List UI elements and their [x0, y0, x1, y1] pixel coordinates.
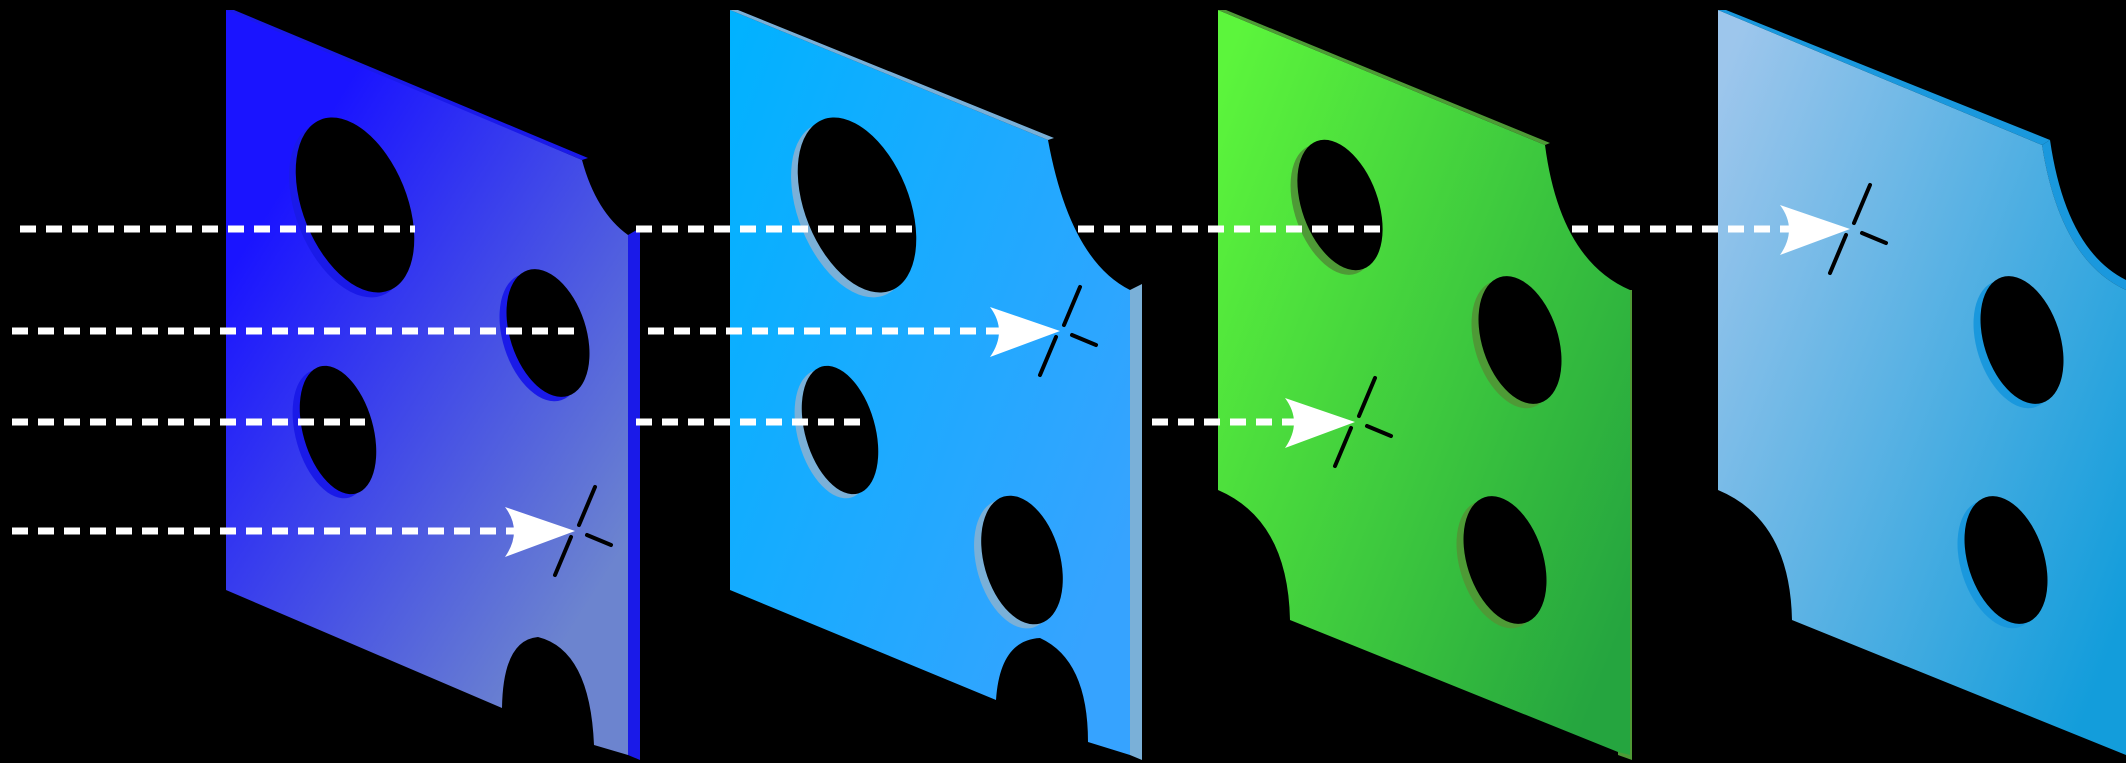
- slice-4: [1718, 10, 2126, 755]
- slice-1-edge: [628, 228, 640, 760]
- slice-2-edge: [1130, 284, 1142, 760]
- slice-3-face: [1218, 10, 1630, 755]
- slices-layer: [226, 10, 2126, 760]
- slice-2-face: [730, 10, 1130, 755]
- slice-2: [730, 10, 1142, 760]
- slice-4-face: [1718, 10, 2126, 755]
- slice-1: [226, 10, 640, 760]
- trajectory-3: [12, 378, 1391, 466]
- slice-3: [1218, 10, 1632, 760]
